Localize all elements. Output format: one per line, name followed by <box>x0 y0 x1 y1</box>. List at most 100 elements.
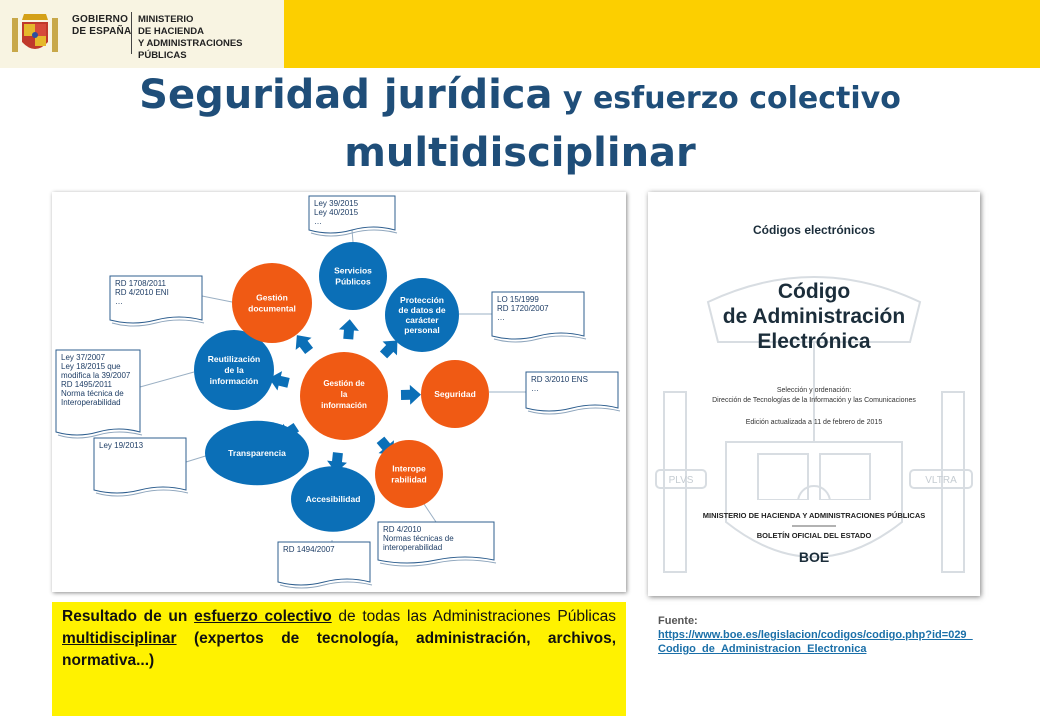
arrow-proteccion <box>379 340 398 359</box>
note-transparencia <box>93 437 187 494</box>
arrow-reutilizacion <box>269 371 290 391</box>
note-text-transparencia: Ley 19/2013 <box>99 441 144 450</box>
note-text-reutilizacion: Ley 18/2015 que <box>61 362 121 371</box>
result-emphasis-1: esfuerzo colectivo <box>194 608 332 625</box>
note-shadow-reutilizacion <box>57 431 143 439</box>
node-servicios <box>319 242 387 310</box>
note-text-servicios: … <box>314 217 322 226</box>
slide-title: Seguridad jurídica y esfuerzo colectivo … <box>0 70 1040 186</box>
connector-servicios <box>351 229 354 243</box>
center-node-label: información <box>321 401 367 410</box>
note-text-interop: interoperabilidad <box>383 543 442 552</box>
note-text-reutilizacion: modifica la 39/2007 <box>61 371 131 380</box>
note-text-accesibilidad: RD 1494/2007 <box>283 545 335 554</box>
connector-gestion-doc <box>201 295 233 303</box>
node-label-accesibilidad: Accesibilidad <box>306 494 361 504</box>
arrow-seguridad <box>400 384 421 405</box>
note-text-reutilizacion: Norma técnica de <box>61 389 124 398</box>
node-seguridad <box>421 360 489 428</box>
center-node-label: la <box>341 390 348 399</box>
book-title-line-1: Código <box>778 280 850 303</box>
note-text-reutilizacion: Ley 37/2007 <box>61 353 106 362</box>
node-transparencia <box>205 420 309 486</box>
coat-of-arms-icon <box>12 14 58 52</box>
node-interop <box>375 440 443 508</box>
note-shadow-servicios <box>310 229 398 237</box>
note-shadow-proteccion <box>493 335 587 343</box>
book-selection-label: Selección y ordenación: <box>777 387 851 394</box>
note-text-reutilizacion: RD 1495/2011 <box>61 380 113 389</box>
node-label-proteccion: de datos de <box>398 305 446 315</box>
node-label-proteccion: personal <box>404 325 439 335</box>
ministry-name: MINISTERIO DE HACIENDA Y ADMINISTRACIONE… <box>138 14 243 61</box>
note-seguridad <box>525 371 619 412</box>
node-label-interop: Interope <box>392 464 426 474</box>
source-link[interactable]: https://www.boe.es/legislacion/codigos/c… <box>658 629 973 655</box>
note-text-seguridad: RD 3/2010 ENS <box>531 375 588 384</box>
node-label-proteccion: carácter <box>405 315 439 325</box>
note-shadow-seguridad <box>527 407 621 415</box>
book-header: Códigos electrónicos <box>753 223 875 237</box>
arrow-accesibilidad <box>327 452 347 473</box>
node-label-proteccion: Protección <box>400 295 444 305</box>
note-text-servicios: Ley 40/2015 <box>314 208 359 217</box>
node-reutilizacion <box>194 330 274 410</box>
title-part-1: Seguridad jurídica <box>139 72 553 118</box>
book-ministry: MINISTERIO DE HACIENDA Y ADMINISTRACIONE… <box>703 511 926 520</box>
arrow-servicios <box>338 319 359 340</box>
book-title-line-2: de Administración <box>723 305 905 328</box>
arrow-gestion-doc <box>295 335 314 354</box>
note-text-gestion-doc: … <box>115 297 123 306</box>
title-part-2: y esfuerzo colectivo <box>552 81 901 116</box>
result-text: Resultado de un esfuerzo colectivo de to… <box>52 602 626 672</box>
logo-divider <box>131 12 132 54</box>
book-edition: Edición actualizada a 11 de febrero de 2… <box>746 419 883 426</box>
node-label-reutilizacion: de la <box>224 365 244 375</box>
node-label-seguridad: Seguridad <box>434 389 476 399</box>
note-text-servicios: Ley 39/2015 <box>314 199 359 208</box>
note-shadow-interop <box>379 559 497 567</box>
note-text-gestion-doc: RD 1708/2011 <box>115 279 167 288</box>
center-node-label: Gestión de <box>323 379 365 388</box>
crest-watermark-icon <box>655 276 973 573</box>
node-label-reutilizacion: Reutilización <box>208 354 260 364</box>
government-logo: GOBIERNO DE ESPAÑA MINISTERIO DE HACIEND… <box>0 0 284 68</box>
note-gestion-doc <box>109 275 203 324</box>
node-accesibilidad <box>291 466 375 532</box>
book-selection-author: Dirección de Tecnologías de la Informaci… <box>712 397 916 404</box>
note-text-proteccion: LO 15/1999 <box>497 295 539 304</box>
node-label-servicios: Servicios <box>334 266 372 276</box>
book-cover-image: Códigos electrónicos Código de Administr… <box>648 192 980 596</box>
diagram-canvas: Gestión de la información ServiciosPúblicos… <box>55 195 621 589</box>
note-text-seguridad: … <box>531 384 539 393</box>
book-cover-canvas: Códigos electrónicos Código de Administr… <box>655 223 973 573</box>
note-accesibilidad <box>277 541 371 586</box>
note-reutilizacion <box>55 349 141 436</box>
node-label-gestion-doc: Gestión <box>256 293 288 303</box>
source-label: Fuente: <box>658 615 698 627</box>
government-name: GOBIERNO DE ESPAÑA <box>72 14 132 37</box>
result-text-2: de todas las Administraciones Públicas <box>331 608 616 625</box>
center-node <box>300 352 388 440</box>
note-text-gestion-doc: RD 4/2010 ENI <box>115 288 169 297</box>
result-emphasis-2: multidisciplinar <box>62 630 177 647</box>
note-shadow-gestion-doc <box>111 319 205 327</box>
note-shadow-accesibilidad <box>279 581 373 589</box>
note-text-reutilizacion: Interoperabilidad <box>61 398 121 407</box>
book-motto-left: PLVS <box>669 475 694 486</box>
note-text-interop: RD 4/2010 <box>383 525 422 534</box>
book-title-line-3: Electrónica <box>757 330 871 353</box>
node-label-servicios: Públicos <box>335 277 371 287</box>
node-label-reutilizacion: información <box>210 376 259 386</box>
connector-interop <box>423 503 437 523</box>
node-proteccion <box>385 278 459 352</box>
note-text-proteccion: … <box>497 313 505 322</box>
note-text-interop: Normas técnicas de <box>383 534 454 543</box>
node-label-interop: rabilidad <box>391 475 426 485</box>
book-boletin: BOLETÍN OFICIAL DEL ESTADO <box>757 531 872 540</box>
boe-logo: BOE <box>799 549 829 565</box>
title-part-3: multidisciplinar <box>344 130 696 176</box>
result-text-3: (expertos de tecnología, administración,… <box>62 630 616 669</box>
note-interop <box>377 521 495 564</box>
